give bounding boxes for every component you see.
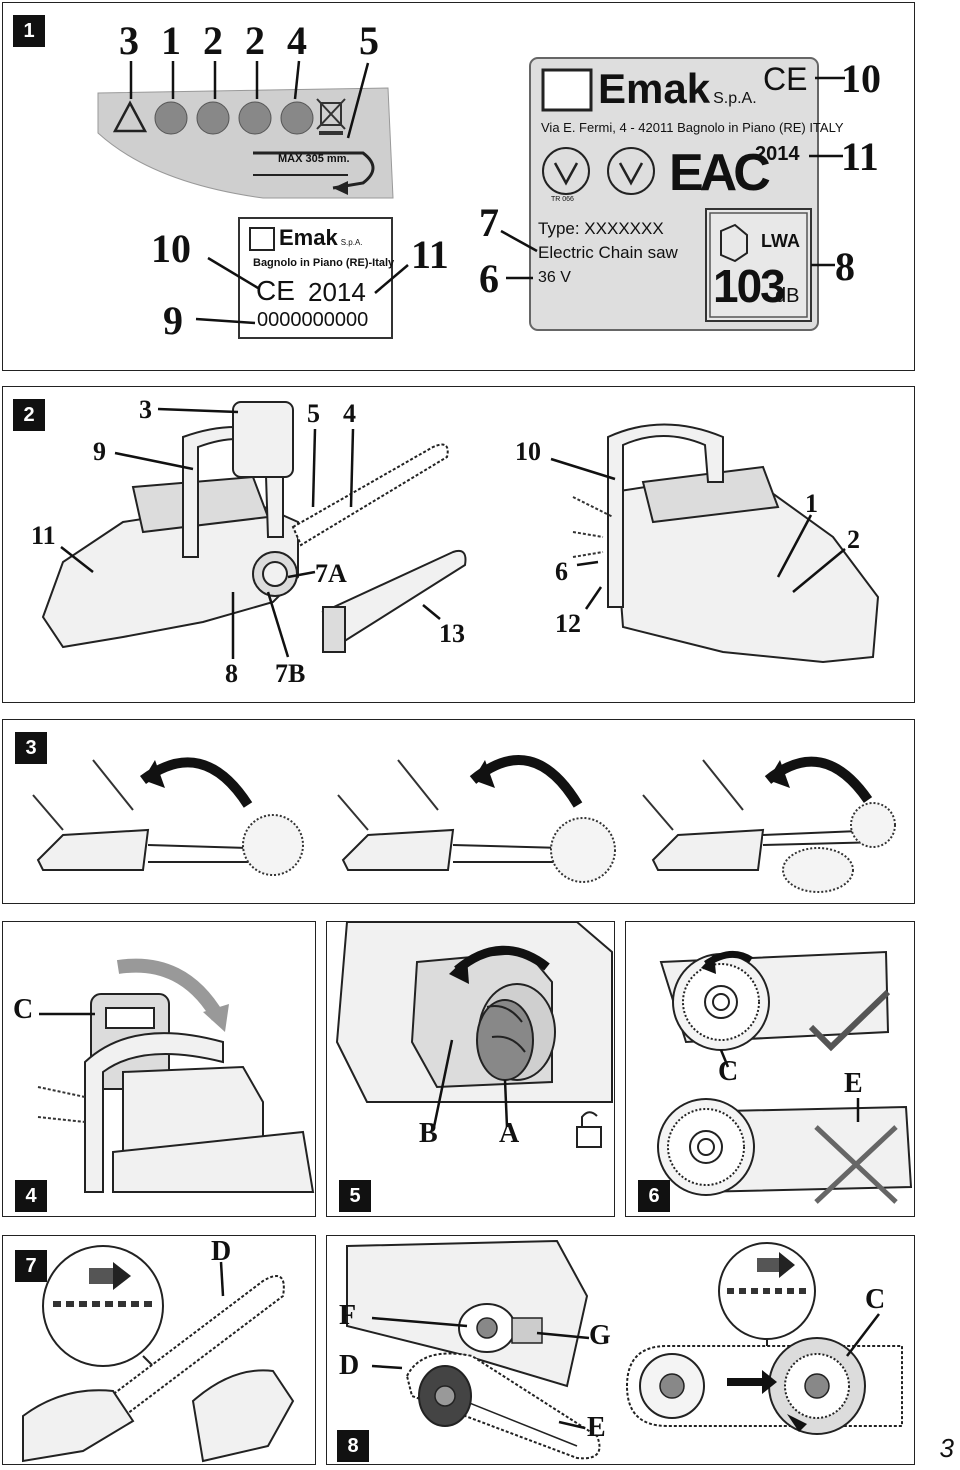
callout-2-7a: 7A: [315, 559, 347, 588]
panel-7-drawing: [22, 1245, 295, 1463]
big-label-brand-name: Emak: [598, 65, 711, 112]
panel-number: 7: [15, 1250, 47, 1282]
big-label-lwa: LWA: [761, 231, 800, 251]
callout-8-d: D: [339, 1350, 360, 1381]
callout-2-7b: 7B: [275, 659, 306, 688]
cut-step-2: [337, 755, 616, 883]
page-number: 3: [939, 1433, 954, 1463]
callout-2-1: 1: [805, 489, 818, 518]
big-label-db-unit: dB: [775, 285, 800, 307]
callout-2-4: 4: [343, 399, 356, 428]
callout-4: 4: [287, 18, 307, 63]
small-label-ce: CE: [256, 275, 295, 306]
callout-7-big: 7: [479, 200, 499, 245]
panel-4-chain-brake: C 4: [2, 921, 316, 1217]
callout-4-c: C: [13, 994, 34, 1025]
panel-1-drawing: [97, 57, 845, 339]
panel-number: 6: [638, 1180, 670, 1212]
callout-9-small: 9: [163, 298, 183, 343]
callout-8-c: C: [865, 1284, 886, 1315]
panel-number: 1: [13, 15, 45, 47]
big-label-address: Via E. Fermi, 4 - 42011 Bagnolo in Piano…: [541, 120, 844, 135]
callout-7-d: D: [211, 1236, 232, 1267]
callout-2-11: 11: [31, 521, 56, 550]
callout-8-f: F: [339, 1300, 357, 1331]
callout-2-13: 13: [439, 619, 465, 648]
small-label-serial: 0000000000: [257, 309, 369, 331]
max-length-text: MAX 305 mm.: [278, 153, 350, 165]
big-label-brand-suffix: S.p.A.: [713, 90, 757, 107]
callout-2-12: 12: [555, 609, 581, 638]
callout-6-big: 6: [479, 256, 499, 301]
callout-2-2: 2: [847, 525, 860, 554]
callout-10-small: 10: [151, 226, 191, 271]
small-label-year: 2014: [308, 277, 366, 307]
panel-7-chain-direction: 7 D: [2, 1235, 316, 1465]
callout-2-3: 3: [139, 395, 152, 424]
callout-8-g: G: [589, 1320, 611, 1351]
callout-1: 1: [161, 18, 181, 63]
callout-5-b: B: [419, 1118, 438, 1149]
big-label-type: Type: XXXXXXX: [538, 219, 664, 238]
big-label-tr-code: TR 066: [551, 196, 574, 203]
big-label-product: Electric Chain saw: [538, 243, 678, 262]
big-label-ce: CE: [763, 61, 808, 97]
big-label-db-value: 103: [713, 260, 786, 312]
callout-2a: 2: [203, 18, 223, 63]
panel-number: 5: [339, 1180, 371, 1212]
big-label-year: 2014: [755, 143, 800, 165]
small-label-brand-suffix: S.p.A.: [340, 238, 363, 247]
panel-2-drawing: [41, 401, 880, 664]
big-label-eac: EAC: [669, 144, 771, 202]
callout-2-6: 6: [555, 557, 568, 586]
panel-2-components: 2 3 5 4 9 11 7A 13: [2, 386, 915, 703]
small-label-brand-name: Emak: [279, 225, 338, 250]
panel-number: 2: [13, 399, 45, 431]
callout-6-c: C: [718, 1056, 739, 1087]
panel-1-labels: 1: [2, 2, 915, 371]
callout-2-9: 9: [93, 437, 106, 466]
panel-6-tensioner: C E 6: [625, 921, 915, 1217]
panel-3-cutting: 3: [2, 719, 915, 904]
callout-11-big: 11: [841, 134, 879, 179]
big-label-voltage: 36 V: [538, 269, 571, 286]
panel-6-drawing: [657, 950, 913, 1204]
panel-number: 4: [15, 1180, 47, 1212]
panel-8-assembly: F G D E C 8: [326, 1235, 915, 1465]
panel-5-drawing: [335, 922, 613, 1148]
callout-3: 3: [119, 18, 139, 63]
panel-4-drawing: [37, 958, 315, 1193]
panel-number: 8: [337, 1430, 369, 1462]
callout-11-small: 11: [411, 232, 449, 277]
small-label-location: Bagnolo in Piano (RE)-Italy: [253, 257, 395, 269]
callout-2-8: 8: [225, 659, 238, 688]
callout-2b: 2: [245, 18, 265, 63]
callout-10-big: 10: [841, 56, 881, 101]
callout-8-big: 8: [835, 244, 855, 289]
callout-5-a: A: [499, 1118, 520, 1149]
callout-2-10: 10: [515, 437, 541, 466]
callout-5: 5: [359, 18, 379, 63]
callout-2-5: 5: [307, 399, 320, 428]
panel-3-drawing: [32, 755, 896, 893]
cut-step-3: [642, 756, 896, 893]
panel-8-drawing: [346, 1239, 903, 1460]
cut-step-1: [32, 757, 304, 876]
callout-8-e: E: [587, 1412, 606, 1443]
panel-5-knob: B A 5: [326, 921, 615, 1217]
panel-number: 3: [15, 732, 47, 764]
callout-6-e: E: [844, 1068, 863, 1099]
